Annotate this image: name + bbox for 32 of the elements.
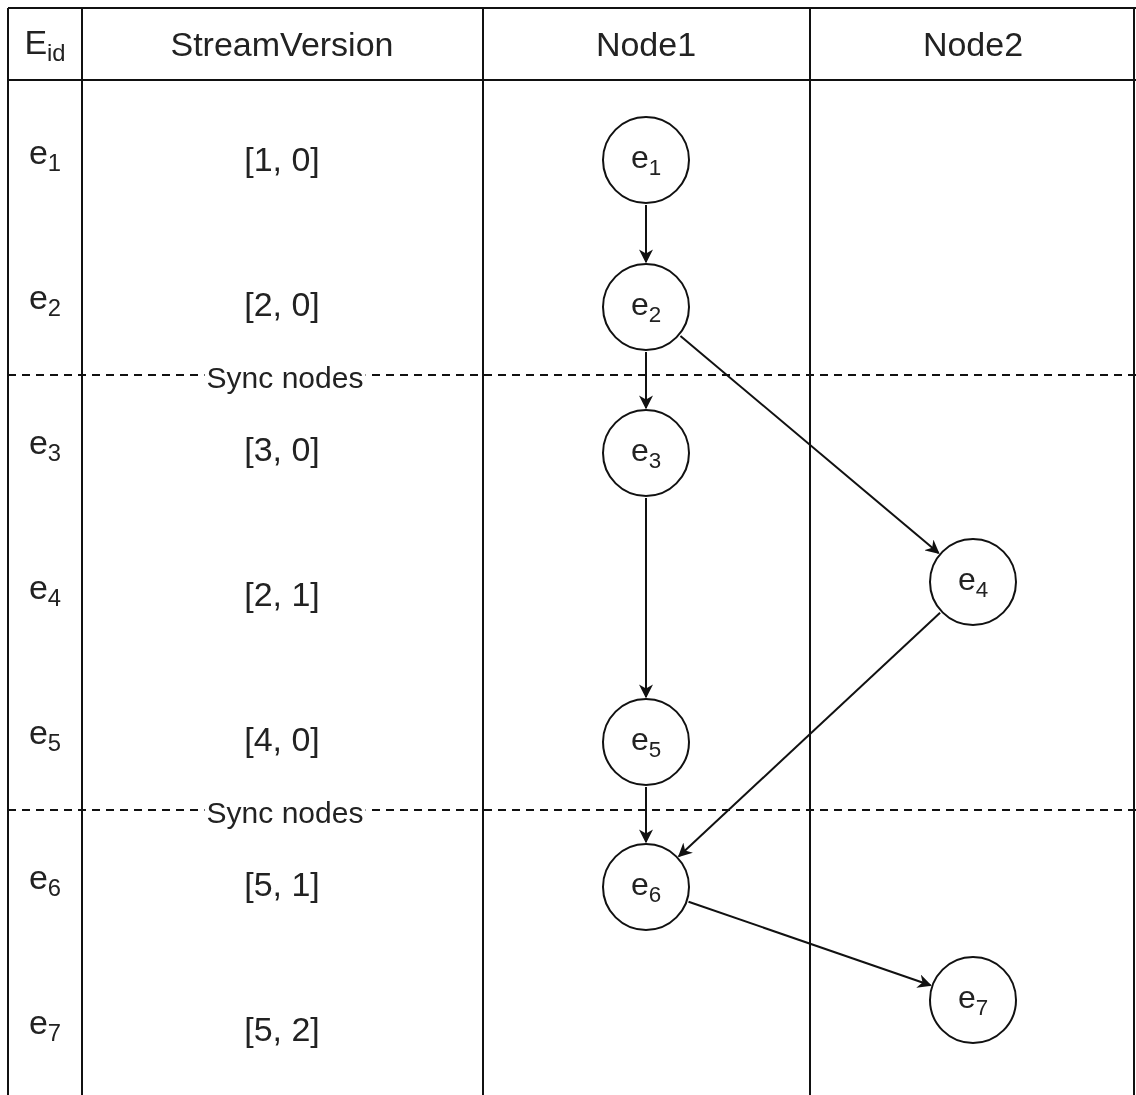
- row-label: e$_{2}$: [28, 278, 62, 322]
- arrow: [687, 900, 932, 988]
- event-circle: e$_{1}$: [602, 116, 690, 204]
- event-circle: e$_{2}$: [602, 263, 690, 351]
- column-header: Node2: [922, 26, 1024, 64]
- arrow: [639, 351, 653, 410]
- row-label: e$_{6}$: [28, 858, 62, 902]
- version-label: [5, 1]: [244, 866, 320, 904]
- event-circle: e$_{5}$: [602, 698, 690, 786]
- row-label: e$_{4}$: [28, 568, 62, 612]
- arrow: [639, 786, 653, 844]
- version-label: [4, 0]: [244, 721, 320, 759]
- version-label: [2, 1]: [244, 576, 320, 614]
- arrow: [679, 334, 940, 555]
- row-label: e$_{3}$: [28, 423, 62, 467]
- arrow: [639, 497, 653, 699]
- event-circle: e$_{4}$: [929, 538, 1017, 626]
- arrow: [639, 204, 653, 264]
- column-header: StreamVersion: [170, 26, 394, 64]
- row-label: e$_{1}$: [28, 133, 62, 177]
- version-label: [1, 0]: [244, 141, 320, 179]
- version-label: [3, 0]: [244, 431, 320, 469]
- version-label: [5, 2]: [244, 1011, 320, 1049]
- row-label: e$_{5}$: [28, 713, 62, 757]
- column-header: E$_{id}$: [24, 23, 66, 67]
- row-label: e$_{7}$: [28, 1003, 62, 1047]
- arrow: [677, 611, 942, 858]
- event-circle: e$_{7}$: [929, 956, 1017, 1044]
- event-circle: e$_{3}$: [602, 409, 690, 497]
- version-label: [2, 0]: [244, 286, 320, 324]
- event-circle: e$_{6}$: [602, 843, 690, 931]
- column-header: Node1: [595, 26, 697, 64]
